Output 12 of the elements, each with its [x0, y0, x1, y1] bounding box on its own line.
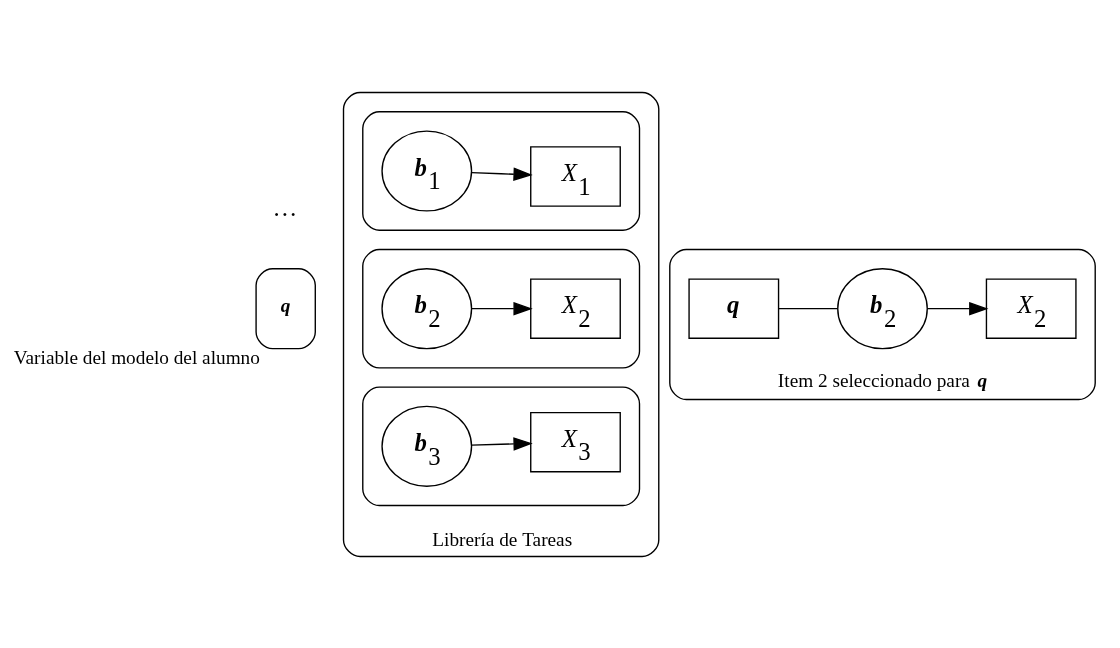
- label: …: [272, 193, 298, 221]
- node-label: Variable del modelo del alumno: [13, 346, 260, 368]
- cluster: [362, 248, 641, 369]
- cluster: [362, 385, 641, 506]
- arrow: [470, 166, 533, 181]
- connector: [777, 307, 839, 309]
- node-box: q: [255, 267, 316, 349]
- arrow: [470, 301, 533, 315]
- cluster: [362, 110, 641, 231]
- arrow: [470, 436, 533, 451]
- arrow: [926, 301, 989, 315]
- node-box: q: [688, 277, 780, 339]
